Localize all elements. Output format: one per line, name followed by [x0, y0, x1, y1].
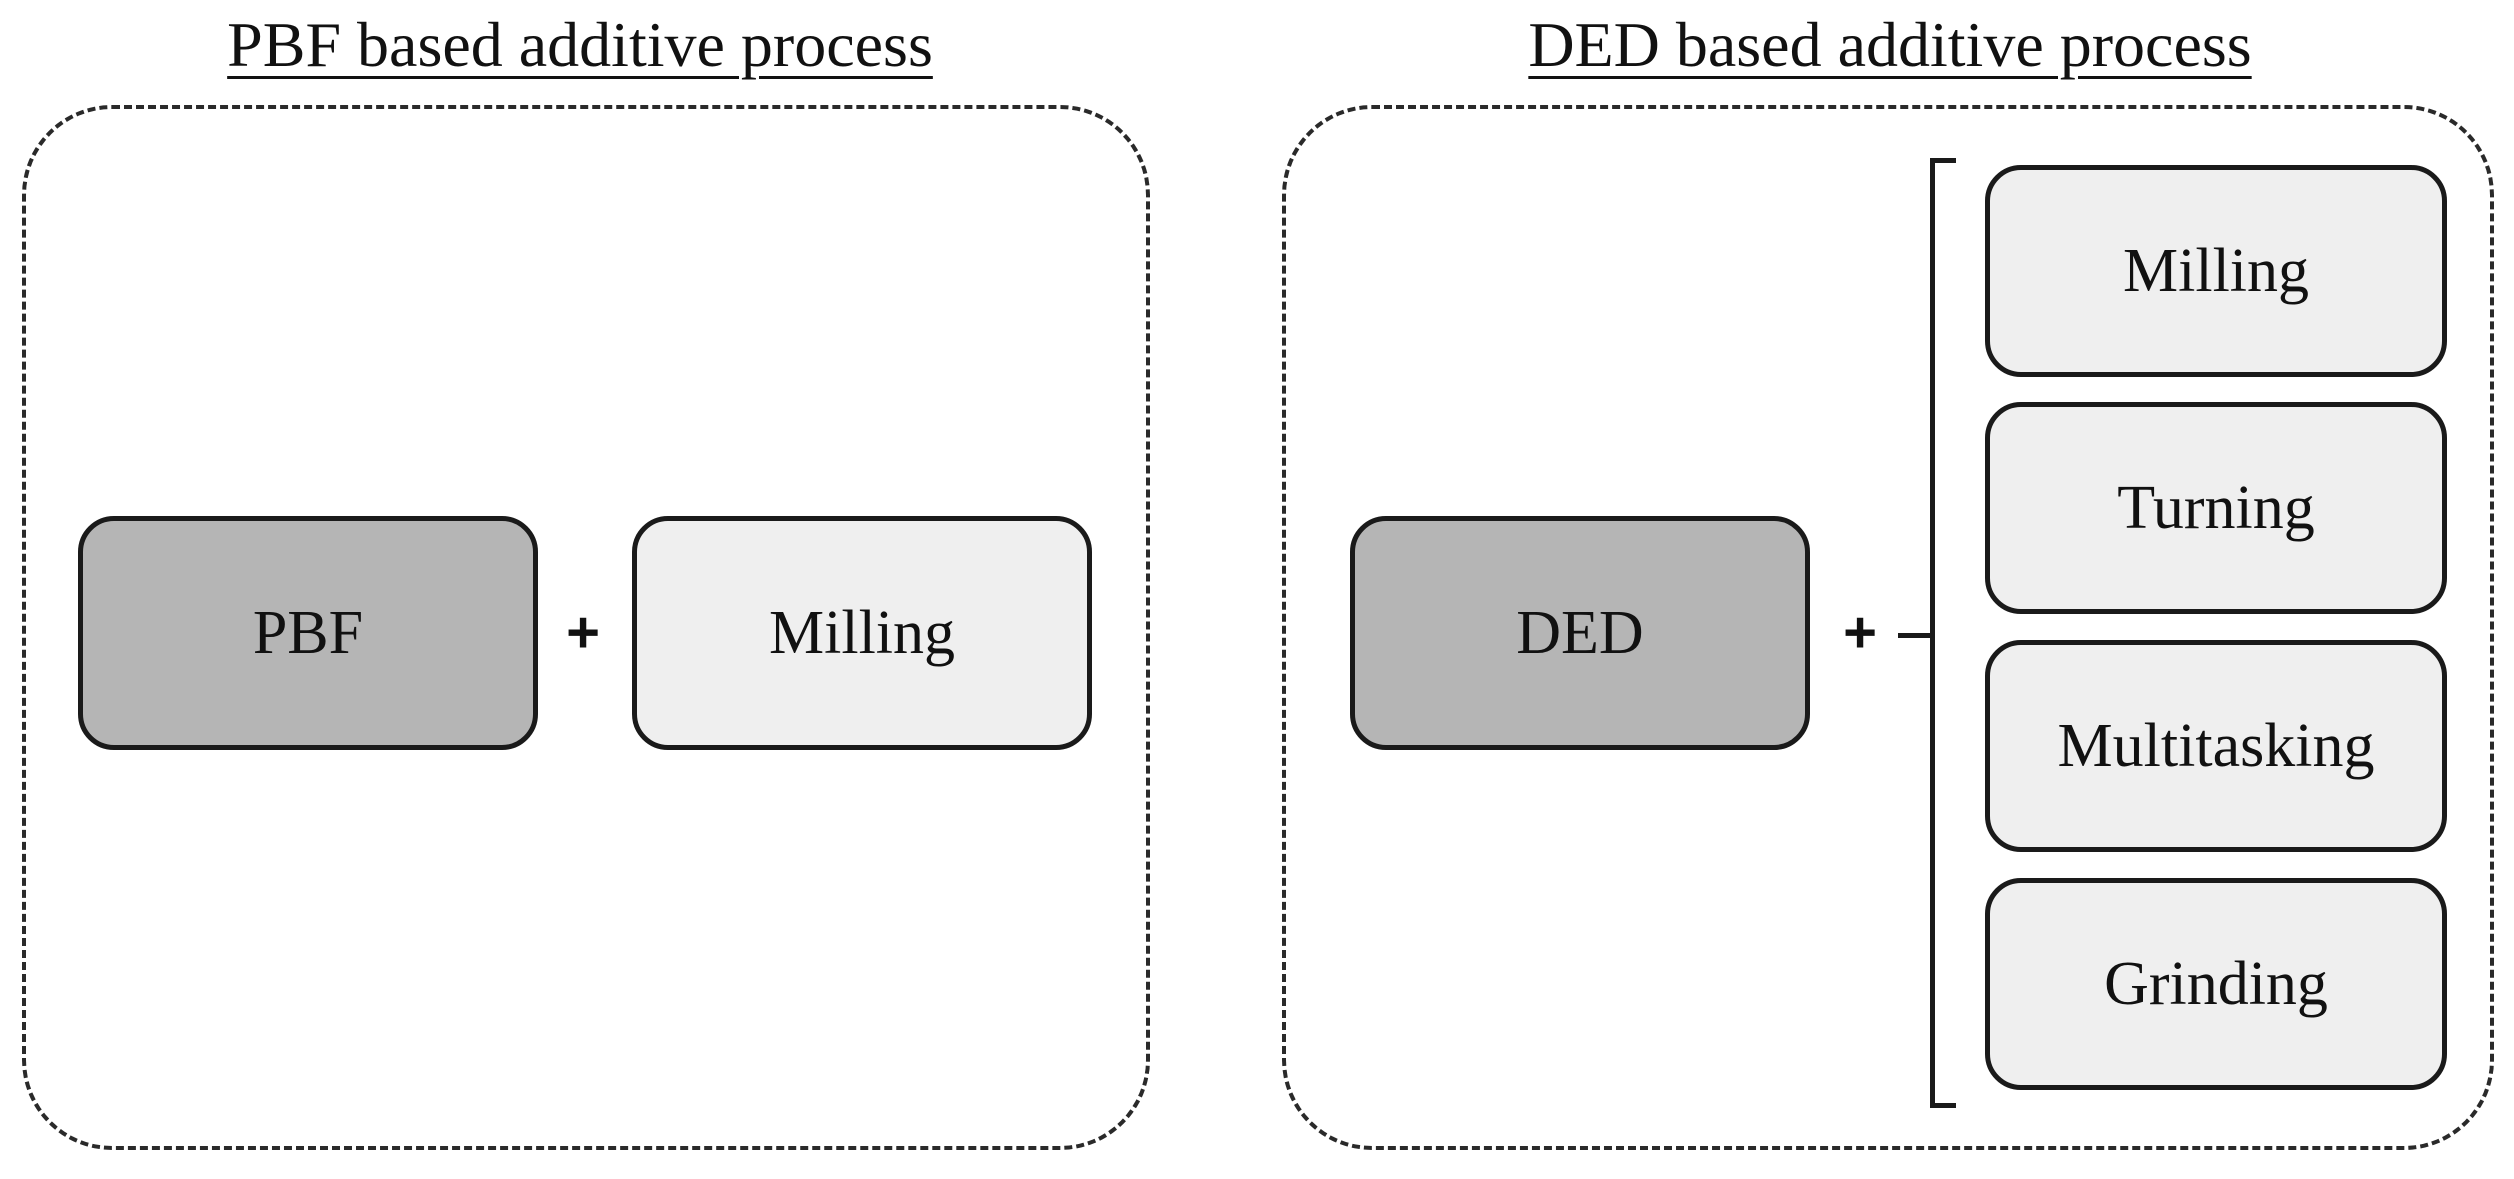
- ded-option-label: Multitasking: [2057, 711, 2375, 780]
- pbf-plus-sign: +: [566, 600, 600, 665]
- pbf-milling-box: Milling: [632, 516, 1092, 750]
- ded-option-milling: Milling: [1985, 165, 2447, 377]
- ded-process-label: DED: [1516, 598, 1644, 667]
- pbf-panel: [22, 105, 1150, 1150]
- ded-option-grinding: Grinding: [1985, 878, 2447, 1090]
- pbf-panel-title: PBF based additive process: [227, 9, 933, 80]
- pbf-process-label: PBF: [252, 598, 364, 667]
- ded-option-multitasking: Multitasking: [1985, 640, 2447, 852]
- ded-panel-title: DED based additive process: [1528, 9, 2252, 80]
- ded-plus-sign: +: [1843, 600, 1877, 665]
- options-bracket: [1930, 158, 1956, 1108]
- ded-process-box: DED: [1350, 516, 1810, 750]
- pbf-milling-label: Milling: [768, 598, 956, 667]
- bracket-stub: [1898, 633, 1932, 638]
- ded-option-turning: Turning: [1985, 402, 2447, 614]
- ded-panel: [1282, 105, 2494, 1150]
- ded-option-label: Grinding: [2104, 949, 2328, 1018]
- ded-option-label: Milling: [2122, 236, 2310, 305]
- pbf-process-box: PBF: [78, 516, 538, 750]
- ded-option-label: Turning: [2117, 473, 2315, 542]
